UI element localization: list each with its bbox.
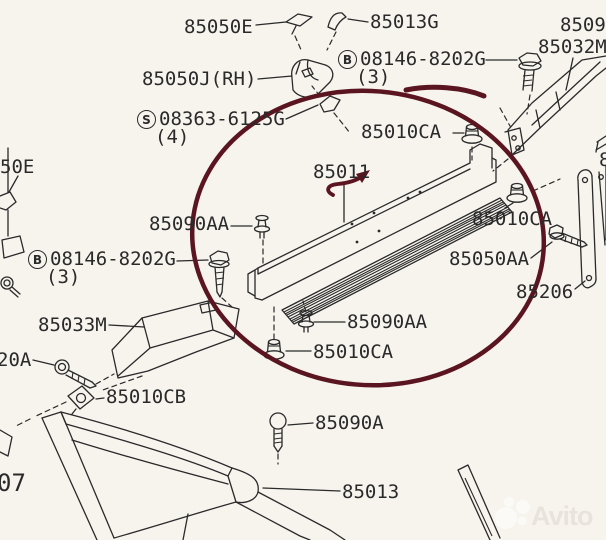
part-label-85010ca-bottom: 85010CA [313, 341, 394, 363]
part-label-85010cb: 85010CB [106, 386, 187, 408]
bolt-number: 08146-8202G [50, 248, 176, 270]
part-label-85090aa-left: 85090AA [149, 213, 230, 235]
part-label-8-cut: 8 [599, 149, 606, 171]
part-label-85090a: 85090A [315, 412, 384, 434]
part-label-85013g: 85013G [370, 11, 439, 33]
part-label-50e-cut: 50E [0, 156, 35, 178]
part-label-85010ca-right: 85010CA [472, 208, 553, 230]
part-label-s08363: S 08363-6125G (4) [137, 108, 285, 148]
right-edge-part [595, 135, 606, 153]
part-label-85011: 85011 [313, 161, 371, 183]
lower-right-panel [457, 464, 501, 540]
bolt-qty: (3) [356, 65, 391, 88]
part-label-b08146-left: B 08146-8202G (3) [28, 248, 176, 288]
part-label-20a-cut: 20A [0, 349, 32, 371]
bolt-icon-85050aa [548, 224, 588, 248]
clip-85090aa-left-icon [253, 214, 271, 239]
bolt-icon-top [518, 52, 542, 92]
left-edge-assembly [0, 147, 25, 298]
screw-qty: (4) [155, 125, 190, 148]
bumper-85013 [41, 411, 346, 540]
highlight-ellipse [189, 84, 547, 388]
link-85206 [577, 165, 606, 289]
part-label-07-cut: 07 [0, 469, 26, 497]
part-label-85010ca-top: 85010CA [361, 121, 442, 143]
part-label-85033m: 85033M [38, 314, 107, 336]
leader-lines [8, 18, 586, 492]
rail-85011 [247, 143, 497, 301]
clip-85010cb-icon [67, 385, 95, 415]
bracket-85032m [504, 55, 606, 156]
part-label-85013: 85013 [342, 481, 400, 503]
grommet-85010ca-right-icon [506, 182, 528, 203]
avito-logo-circles [495, 497, 530, 529]
highlight-arrow [326, 170, 370, 197]
bolt-qty: (3) [46, 265, 81, 288]
clip-85013g-icon [327, 12, 347, 31]
part-label-b08146-top: B 08146-8202G (3) [338, 48, 486, 88]
clip-85050e-icon [285, 13, 313, 35]
part-label-85050aa: 85050AA [449, 248, 530, 270]
circled-s-icon: S [137, 110, 156, 130]
screw-number: 08363-6125G [159, 108, 285, 130]
screw-icon-20a [54, 359, 97, 389]
bolt-icon-left [208, 250, 230, 298]
part-label-85206: 85206 [516, 281, 574, 303]
bracket-85033m [111, 300, 240, 379]
part-label-85090aa-bottom: 85090AA [347, 311, 428, 333]
part-label-85050j: 85050J(RH) [142, 68, 257, 90]
clip-s-icon [319, 95, 341, 113]
part-label-8509-cut: 8509 [560, 14, 606, 36]
avito-watermark: Avito [531, 501, 593, 531]
part-label-85050e: 85050E [184, 16, 253, 38]
left-edge-clip-icon [0, 429, 13, 457]
bolt-number: 08146-8202G [360, 48, 486, 70]
circled-b-icon: B [28, 250, 47, 270]
part-label-85032m: 85032M [538, 36, 606, 58]
circled-b-icon: B [338, 50, 357, 70]
bracket-85050j [291, 59, 334, 98]
screw-icon-85090a [269, 412, 287, 453]
sill-panel-hatched [281, 197, 513, 325]
